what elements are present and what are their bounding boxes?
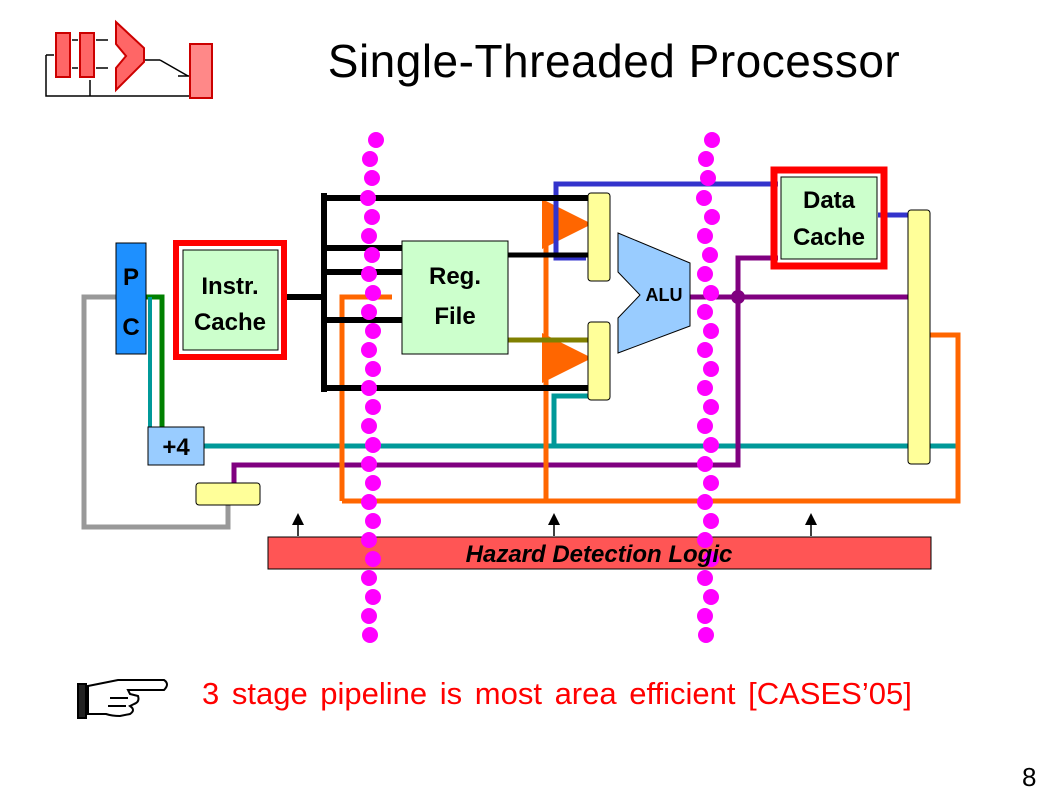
reg-file-label-2: File bbox=[434, 303, 475, 330]
wire-teal bbox=[204, 440, 961, 449]
wire-purple bbox=[231, 255, 778, 483]
page-number: 8 bbox=[1022, 762, 1037, 792]
data-cache-highlight bbox=[770, 166, 888, 270]
data-cache-label-2: Cache bbox=[793, 224, 865, 251]
hazard-label: Hazard Detection Logic bbox=[466, 541, 733, 568]
wire-junction-dot bbox=[731, 290, 745, 304]
pipeline-logo-icon bbox=[45, 19, 213, 99]
footnote: 3 stage pipeline is most area efficient … bbox=[202, 676, 912, 711]
pc-label-c: C bbox=[122, 314, 139, 341]
plus4-label: +4 bbox=[162, 434, 190, 461]
wire-blue bbox=[553, 181, 778, 261]
data-cache bbox=[780, 176, 878, 260]
instr-cache-label-2: Cache bbox=[194, 309, 266, 336]
pc-label-p: P bbox=[123, 264, 139, 291]
alu bbox=[617, 232, 691, 354]
instr-cache bbox=[182, 249, 279, 351]
alu-input-latch-b bbox=[587, 321, 611, 401]
writeback-latch bbox=[907, 209, 931, 465]
reg-file bbox=[401, 240, 509, 355]
pipeline-boundary-1 bbox=[360, 132, 384, 643]
pointing-hand-icon bbox=[77, 679, 168, 719]
pipeline-boundary-2 bbox=[696, 132, 720, 643]
pc-register bbox=[115, 242, 147, 355]
wire-gray-pc-loop bbox=[81, 294, 231, 530]
pc-mux bbox=[195, 482, 261, 506]
data-cache-label-1: Data bbox=[803, 187, 856, 214]
wire-orange-bottom bbox=[342, 332, 961, 504]
page-title: Single-Threaded Processor bbox=[327, 35, 901, 87]
plus4-adder bbox=[147, 426, 205, 466]
wire-orange-fwd1 bbox=[542, 199, 592, 501]
instr-cache-highlight bbox=[173, 240, 287, 360]
wire-teal-alu bbox=[551, 393, 588, 446]
alu-input-latch-a bbox=[587, 192, 611, 282]
reg-file-label-1: Reg. bbox=[429, 263, 481, 290]
instr-cache-label-1: Instr. bbox=[201, 273, 258, 300]
alu-label: ALU bbox=[646, 285, 683, 305]
